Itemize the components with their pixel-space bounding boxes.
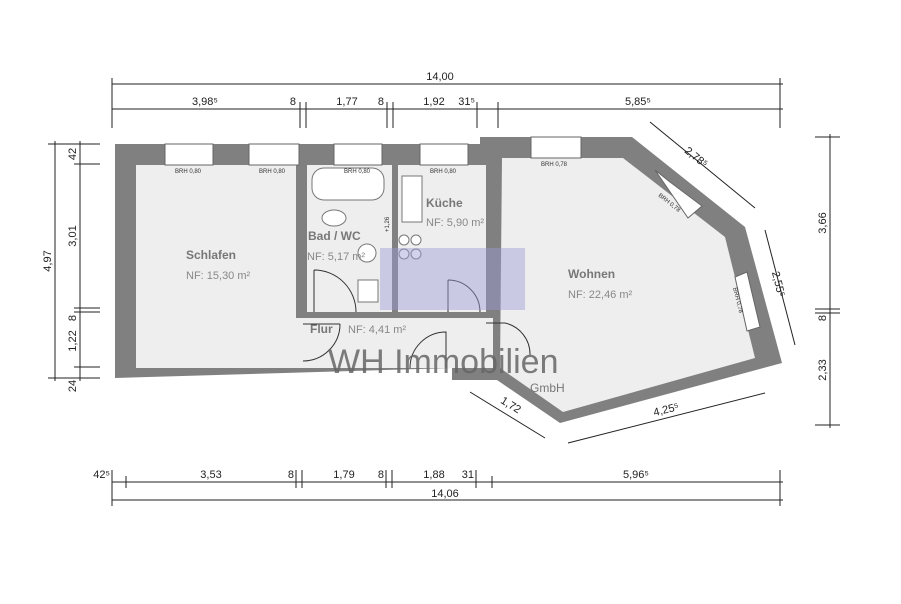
dimension-label: 31 (462, 469, 474, 481)
room-area: NF: 5,90 m² (426, 217, 484, 229)
dimension-label: 42⁵ (93, 469, 110, 481)
window-label: BRH 0,80 (344, 169, 371, 175)
flur-opening (296, 318, 308, 368)
fixtures (311, 167, 423, 303)
room-area: NF: 4,41 m² (348, 324, 406, 336)
dimension-label: 3,66 (817, 212, 829, 233)
dimension-label: 2,33 (817, 359, 829, 380)
dimension-label: 14,06 (431, 488, 459, 500)
watermark-name: WH Immobilien (328, 343, 558, 381)
dimension-label: 2,55⁵ (769, 270, 787, 298)
dimension-label: 1,77 (336, 96, 357, 108)
dimension-label: 8 (378, 469, 384, 481)
dimension-label: 5,85⁵ (625, 96, 651, 108)
fixture-height: +1,26 (385, 216, 391, 232)
dimension-label: 3,01 (67, 225, 79, 246)
room-label: Flur (310, 322, 333, 336)
dimension-label: 24 (67, 380, 79, 392)
room-area: NF: 15,30 m² (186, 270, 251, 282)
watermark-logo (380, 248, 525, 310)
dimension-label: 31⁵ (458, 96, 475, 108)
dimension-label: 14,00 (426, 71, 454, 83)
dimension-label: 8 (378, 96, 384, 108)
watermark-suffix: GmbH (530, 381, 565, 395)
room-label: Wohnen (568, 267, 615, 281)
room-label: Bad / WC (308, 229, 361, 243)
room-schlafen (136, 165, 296, 368)
dimension-label: 3,53 (200, 469, 221, 481)
room-label: Küche (426, 196, 463, 210)
window-label: BRH 0,78 (541, 162, 568, 168)
window-label: BRH 0,80 (430, 169, 457, 175)
dimension-label: 8 (817, 315, 829, 321)
dimension-label: 1,88 (423, 469, 444, 481)
dimension-label: 1,92 (423, 96, 444, 108)
doors (302, 269, 531, 369)
dimension-label: 2,78⁵ (682, 145, 710, 171)
room-label: Schlafen (186, 248, 236, 262)
dimension-label: 8 (67, 315, 79, 321)
room-wohnen (500, 158, 755, 412)
dimension-label: 4,25⁵ (652, 401, 680, 419)
windows (164, 136, 761, 332)
dimension-label: 5,96⁵ (623, 469, 649, 481)
dimension-label: 42 (67, 148, 79, 160)
dimension-label: 1,79 (333, 469, 354, 481)
dimension-label: 1,72 (498, 395, 523, 417)
dimension-label: 4,97 (42, 250, 54, 271)
room-area: NF: 22,46 m² (568, 289, 633, 301)
dimension-label: 8 (288, 469, 294, 481)
dimension-label: 3,98⁵ (192, 96, 218, 108)
window-label: BRH 0,80 (175, 169, 202, 175)
dimension-label: 1,22 (67, 330, 79, 351)
room-area: NF: 5,17 m² (307, 251, 365, 263)
dimension-label: 8 (290, 96, 296, 108)
dimension-lines (48, 78, 840, 506)
window-label: BRH 0,80 (259, 169, 286, 175)
